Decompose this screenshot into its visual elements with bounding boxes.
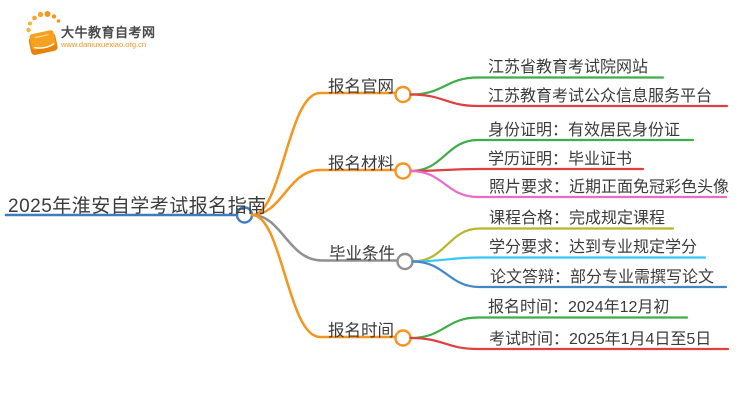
- branch-registration-site-label: 报名官网: [328, 78, 394, 96]
- graduation-child-2-label: 学分要求：达到专业规定学分: [489, 239, 698, 256]
- graduation-child-1-label: 课程合格：完成规定课程: [489, 210, 666, 227]
- central-topic: 2025年淮安自学考试报名指南: [8, 196, 267, 217]
- materials-child-1-connector: [409, 138, 695, 173]
- branch-registration-site-node: [394, 85, 412, 104]
- brand-name: 大牛教育自考网: [61, 25, 156, 40]
- logo: 大牛教育自考网 www.daniuxuexiao.org.cn: [0, 0, 200, 65]
- branch-schedule-connector: [250, 213, 397, 339]
- branch-schedule-node: [394, 329, 412, 347]
- materials-child-3-label: 照片要求：近期正面免冠彩色头像: [489, 179, 730, 196]
- graduation-child-3-label: 论文答辩：部分专业需撰写论文: [490, 269, 715, 286]
- materials-child-2-connector: [409, 167, 645, 173]
- materials-child-3-connector: [409, 169, 728, 199]
- registration-site-child-2-connector: [409, 93, 729, 108]
- schedule-child-2-connector: [409, 336, 730, 351]
- registration-site-child-1-label: 江苏省教育考试院网站: [488, 59, 649, 76]
- branch-graduation-label: 毕业条件: [329, 245, 395, 263]
- branch-registration-site-connector: [250, 91, 397, 217]
- branch-materials-connector: [250, 168, 397, 217]
- branch-materials-node: [394, 162, 412, 180]
- branch-graduation-node: [396, 252, 414, 271]
- registration-site-child-1-connector: [409, 76, 665, 96]
- graduation-child-3-connector: [411, 260, 728, 289]
- schedule-child-2-label: 考试时间：2025年1月4日至5日: [489, 331, 712, 348]
- graduation-child-1-connector: [411, 227, 675, 263]
- graduation-child-2-connector: [411, 256, 707, 263]
- schedule-child-1-label: 报名时间：2024年12月初: [488, 299, 670, 316]
- materials-child-1-label: 身份证明：有效居民身份证: [488, 122, 681, 139]
- branch-graduation-connector: [250, 213, 399, 262]
- schedule-child-1-connector: [409, 316, 689, 340]
- brand-url: www.daniuxuexiao.org.cn: [61, 40, 147, 49]
- materials-child-2-label: 学历证明：毕业证书: [488, 151, 633, 168]
- branch-schedule-label: 报名时间: [328, 322, 394, 340]
- branch-materials-label: 报名材料: [328, 155, 394, 173]
- registration-site-child-2-label: 江苏教育考试公众信息服务平台: [488, 88, 713, 105]
- book-icon: [26, 11, 61, 55]
